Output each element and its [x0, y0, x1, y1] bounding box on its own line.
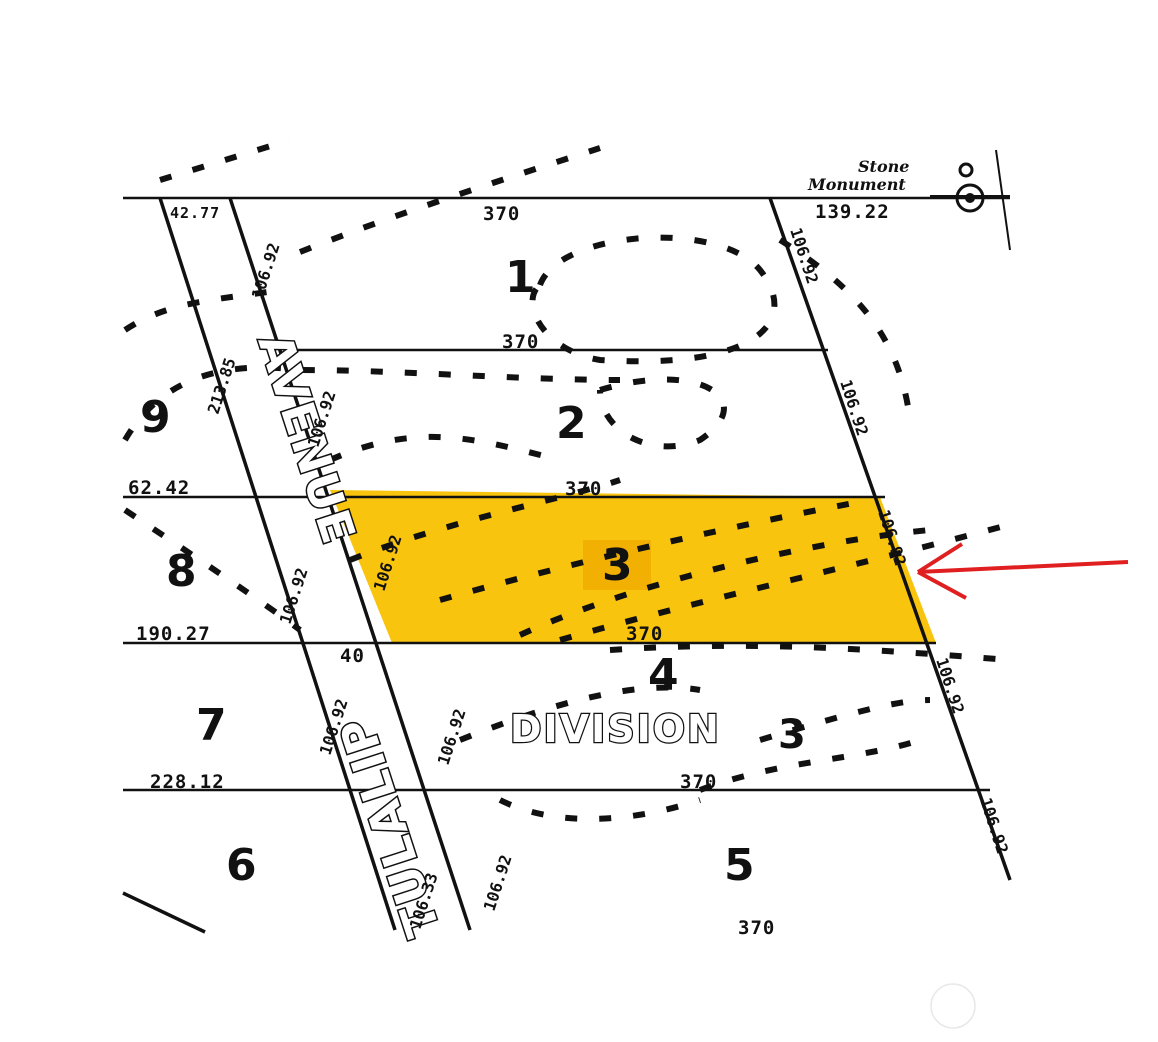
lot-number-5: 5: [724, 840, 755, 891]
lot-number-3: 3: [602, 540, 633, 591]
dim-left-228: 228.12: [150, 771, 225, 793]
dim-top-right: 139.22: [815, 201, 890, 223]
dim-left-213: 213.85: [204, 355, 240, 416]
watermark-circle-icon: [930, 983, 976, 1029]
monument-label-line2: Monument: [807, 175, 906, 194]
lot-number-8: 8: [166, 546, 197, 597]
dim-depth-r5: 106.92: [976, 795, 1012, 856]
dim-left-62: 62.42: [128, 477, 190, 499]
lot-number-6: 6: [226, 840, 257, 891]
stone-monument: Stone Monument: [807, 149, 1011, 251]
dim-lot2-370: 370: [565, 478, 602, 500]
division-number: 3: [778, 712, 806, 758]
avenue-strip: [158, 197, 472, 931]
monument-icon: [955, 183, 985, 213]
lot-numbers: 1 2 3 4 5 6 7 8 9: [140, 252, 755, 891]
dim-depth-r2: 106.92: [836, 377, 872, 438]
lot-number-9: 9: [140, 392, 171, 443]
dim-depth-e: 106.92: [480, 852, 516, 913]
division-label: DIVISION: [510, 707, 721, 751]
road-edge: [122, 891, 206, 934]
lot-number-2: 2: [556, 398, 587, 449]
dim-top-370: 370: [483, 203, 520, 225]
dim-lot4-370: 370: [680, 771, 717, 793]
lot-number-4: 4: [648, 650, 679, 701]
street-label-tulalip: TULALIP: [329, 710, 451, 943]
lot-number-1: 1: [505, 252, 536, 303]
monument-label-line1: Stone: [858, 157, 909, 176]
dim-depth-r4: 106.92: [932, 655, 968, 716]
dimension-labels: 42.77 370 139.22 370 370 370 370 370 62.…: [128, 201, 890, 939]
east-boundary: [768, 197, 1012, 881]
dim-frontage-40: 40: [340, 645, 365, 667]
dim-lot3-370: 370: [626, 623, 663, 645]
contour-lines: [122, 137, 1011, 822]
red-arrow-icon: [916, 542, 1129, 600]
dim-lot5-370: 370: [738, 917, 775, 939]
dim-lot1-370: 370: [502, 331, 539, 353]
lot-number-7: 7: [196, 700, 227, 751]
dim-left-190: 190.27: [136, 623, 211, 645]
monument-dot-icon: [958, 162, 974, 178]
dim-top-left: 42.77: [170, 204, 220, 222]
